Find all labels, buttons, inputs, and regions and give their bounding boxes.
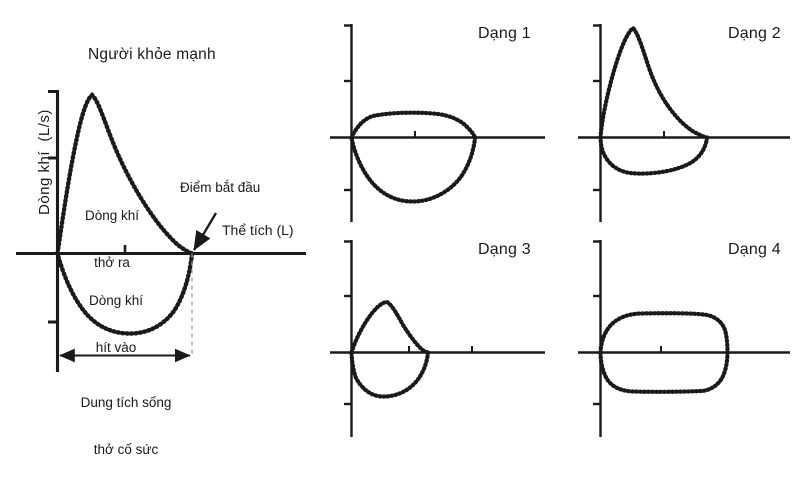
expiratory-flow-label: Dòng khí thở ra <box>85 177 139 302</box>
forced-vital-capacity-label: Dung tích sống thở cố sức <box>61 364 191 489</box>
panel-dang-1-loop <box>349 110 478 204</box>
main-flow-volume-loop <box>55 92 195 336</box>
panel4-inspiratory-limb <box>598 350 730 394</box>
panel-dang-2-axes <box>578 24 790 222</box>
panel-dang-4-axes <box>578 240 790 437</box>
inspiratory-flow-label-line2: hít vào <box>95 340 137 356</box>
panel-dang-4-loop <box>598 311 730 394</box>
fvc-label-line1: Dung tích sống <box>80 395 172 411</box>
panel-title-dang-1: Dạng 1 <box>478 25 531 42</box>
flow-volume-loop-figure: Người khỏe mạnh Dòng khí (L/s) Thể tích … <box>16 24 790 458</box>
figure-vector-layer <box>16 24 790 437</box>
panel-dang-1-axes <box>330 24 545 222</box>
expiratory-flow-label-line1: Dòng khí <box>85 208 140 224</box>
start-point-label: Điểm bắt đầu <box>180 180 261 195</box>
panel-title-dang-3: Dạng 3 <box>478 241 531 258</box>
main-panel-axes <box>16 90 306 372</box>
panel3-expiratory-limb <box>349 299 431 355</box>
panel-dang-2-loop <box>598 25 710 176</box>
panel2-inspiratory-limb <box>598 135 710 176</box>
start-point-arrow <box>193 212 217 251</box>
panel4-expiratory-limb <box>598 311 730 355</box>
panel3-inspiratory-limb <box>349 350 431 399</box>
panel2-expiratory-limb <box>598 25 710 140</box>
panel1-expiratory-limb <box>349 110 478 140</box>
panel-title-dang-4: Dạng 4 <box>728 241 781 258</box>
panel-title-dang-2: Dạng 2 <box>728 25 781 42</box>
inspiratory-flow-label-line1: Dòng khí <box>89 293 144 309</box>
inspiratory-flow-label: Dòng khí hít vào <box>89 262 143 387</box>
main-expiratory-limb <box>55 92 195 256</box>
main-y-axis-label: Dòng khí (L/s) <box>36 109 53 215</box>
main-inspiratory-limb <box>55 251 195 336</box>
page-title: Người khỏe mạnh <box>88 46 216 63</box>
panel1-inspiratory-limb <box>349 135 478 204</box>
panel-dang-3-axes <box>330 240 545 437</box>
main-x-axis-label: Thể tích (L) <box>222 222 294 238</box>
fvc-label-line2: thở cố sức <box>93 442 159 458</box>
expiratory-flow-label-line2: thở ra <box>94 255 130 271</box>
panel-dang-3-loop <box>349 299 431 399</box>
